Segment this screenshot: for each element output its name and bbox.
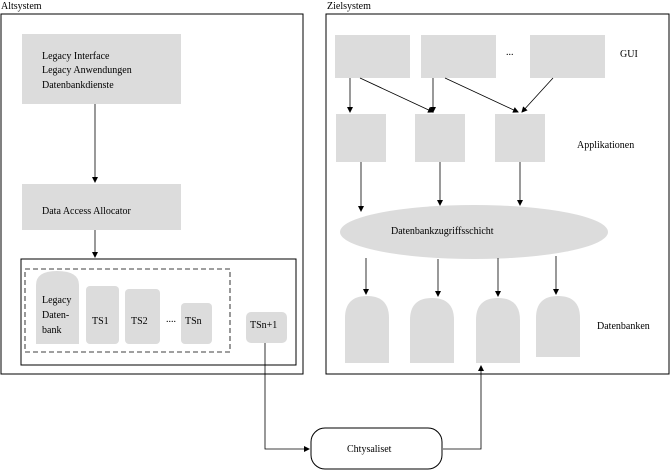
application-box-1 <box>336 114 386 162</box>
gui-box-1 <box>335 35 410 78</box>
data-access-allocator-box <box>22 184 181 230</box>
legacy-storage-frame <box>20 258 297 366</box>
target-system-frame <box>325 13 670 375</box>
database-1-shape <box>345 296 389 363</box>
tsn-label: TSn <box>185 316 202 327</box>
database-2-shape <box>410 298 454 363</box>
legacy-interface-line-3: Datenbankdienste <box>42 80 114 91</box>
ts2-label: TS2 <box>131 316 148 327</box>
ts2-box <box>125 289 160 344</box>
legacy-database-line-2: Daten- <box>42 310 69 321</box>
database-3-shape <box>476 298 520 363</box>
application-box-2 <box>415 114 465 162</box>
gui-box-3 <box>530 35 605 78</box>
legacy-interface-line-1: Legacy Interface <box>42 51 110 62</box>
tsn-plus-1-label: TSn+1 <box>250 320 277 331</box>
tsn-plus-1-box <box>246 312 287 343</box>
legacy-interface-box <box>22 34 181 104</box>
tsn-box <box>181 303 212 344</box>
legacy-system-title: Altsystem <box>1 1 42 12</box>
arrow-gui3-app3 <box>521 77 554 113</box>
databases-label: Datenbanken <box>597 321 650 332</box>
ts-ellipsis: .... <box>166 314 176 325</box>
legacy-interface-line-2: Legacy Anwendungen <box>42 65 132 76</box>
connector-tsn1-to-sync <box>264 343 310 452</box>
ts1-box <box>86 286 119 344</box>
gui-ellipsis: ... <box>506 47 514 58</box>
gui-label: GUI <box>620 49 638 60</box>
legacy-system-frame <box>0 13 304 375</box>
data-access-allocator-label: Data Access Allocator <box>42 206 132 217</box>
applications-label: Applikationen <box>577 140 634 151</box>
arrow-gui2-app3 <box>444 77 519 113</box>
connector-sync-to-target <box>443 365 484 450</box>
legacy-database-shape <box>36 271 79 344</box>
application-box-3 <box>495 114 545 162</box>
legacy-database-line-3: bank <box>42 325 61 336</box>
access-layer-ellipse <box>340 205 608 259</box>
legacy-database-line-1: Legacy <box>42 295 71 306</box>
arrow-gui1-app2 <box>359 77 434 113</box>
ts1-label: TS1 <box>92 316 109 327</box>
sync-box <box>310 427 443 470</box>
target-system-title: Zielsystem <box>327 1 371 12</box>
database-4-shape <box>536 296 580 357</box>
gui-box-2 <box>421 35 496 78</box>
access-layer-label: Datenbankzugriffsschicht <box>391 226 494 237</box>
sync-label: Chtysaliset <box>347 444 392 455</box>
